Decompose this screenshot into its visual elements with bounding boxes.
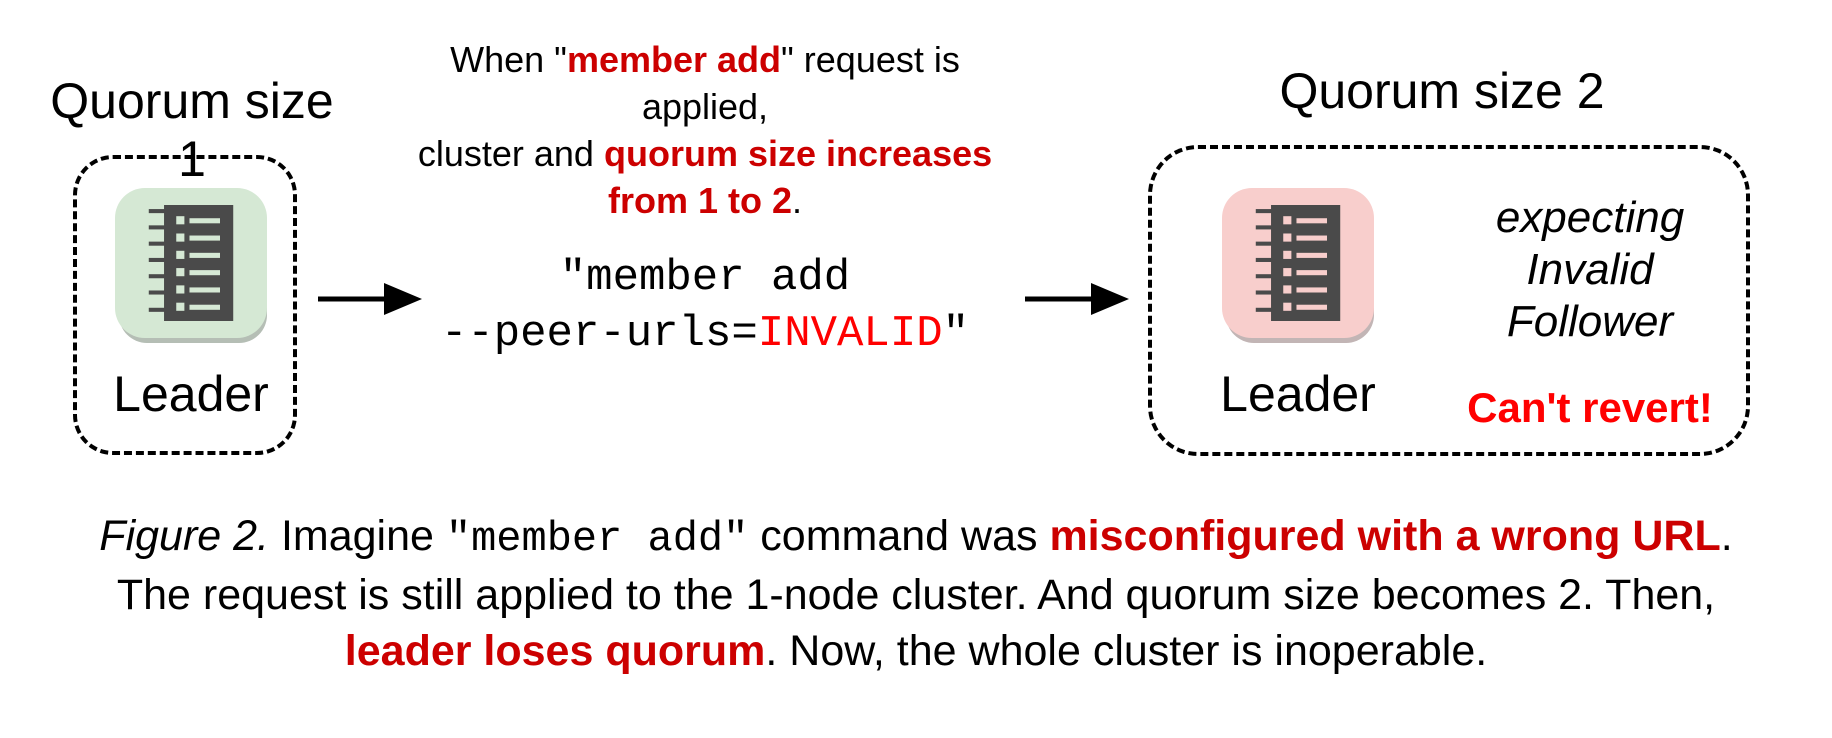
- command-line2: --peer-urls=INVALID": [400, 306, 1010, 362]
- caption-line1-b: command was: [748, 512, 1050, 560]
- right-leader-label: Leader: [1220, 366, 1376, 422]
- expecting-follower-note: expecting Invalid Follower: [1430, 192, 1750, 348]
- caption-line1-code: "member add": [445, 515, 749, 563]
- leader-node-pink: [1222, 188, 1374, 338]
- command-line2-post: ": [942, 309, 970, 359]
- caption-line1-c: .: [1720, 512, 1733, 560]
- note-line: expecting: [1495, 193, 1685, 242]
- figure-caption: Figure 2. Imagine "member add" command w…: [0, 508, 1832, 679]
- caption-line3-a: . Now, the whole cluster is inoperable.: [765, 627, 1488, 675]
- right-cluster-title: Quorum size 2: [1279, 63, 1605, 119]
- figure-number-label: Figure 2.: [99, 512, 269, 560]
- left-leader-label: Leader: [113, 366, 269, 422]
- annotation-line2-emphasis: quorum size increases: [603, 133, 993, 174]
- right-cluster-box: [1148, 145, 1750, 456]
- command-line1: "member add: [559, 253, 851, 303]
- left-cluster-box: [73, 155, 297, 455]
- annotation-line1-post: " request is applied,: [641, 39, 960, 127]
- annotation-line3: from 1 to 2.: [400, 177, 1010, 224]
- caption-line3-emphasis: leader loses quorum: [344, 627, 766, 675]
- left-cluster-title: Quorum size 1: [50, 73, 334, 187]
- cant-revert-warning: Can't revert!: [1467, 384, 1713, 431]
- arrow-right-icon: [1025, 283, 1129, 315]
- note-line: Follower: [1506, 297, 1674, 346]
- note-line: Invalid: [1526, 245, 1654, 294]
- annotation-line3-emphasis: from 1 to 2: [607, 180, 792, 221]
- annotation-line1: When "member add" request is applied,: [400, 36, 1010, 130]
- annotation-line1-pre: When ": [450, 39, 567, 80]
- arrow-right-icon: [318, 283, 422, 315]
- command-invalid-value: INVALID: [757, 309, 943, 359]
- caption-line1-emphasis: misconfigured with a wrong URL: [1049, 512, 1721, 560]
- caption-line1-a: Imagine: [269, 512, 446, 560]
- caption-line3: leader loses quorum. Now, the whole clus…: [0, 623, 1832, 679]
- annotation-line3-post: .: [792, 180, 803, 221]
- server-list-icon: [1255, 205, 1341, 321]
- annotation-line2: cluster and quorum size increases: [400, 130, 1010, 177]
- annotation-line1-emphasis: member add: [566, 39, 782, 80]
- annotation-text: When "member add" request is applied, cl…: [400, 36, 1010, 224]
- member-add-command: "member add --peer-urls=INVALID": [400, 250, 1010, 362]
- caption-line1: Figure 2. Imagine "member add" command w…: [0, 508, 1832, 567]
- command-line2-pre: --peer-urls=: [440, 309, 758, 359]
- server-list-icon: [148, 205, 234, 321]
- caption-line2: The request is still applied to the 1-no…: [116, 571, 1716, 619]
- annotation-line2-pre: cluster and: [417, 133, 604, 174]
- leader-node-green: [115, 188, 267, 338]
